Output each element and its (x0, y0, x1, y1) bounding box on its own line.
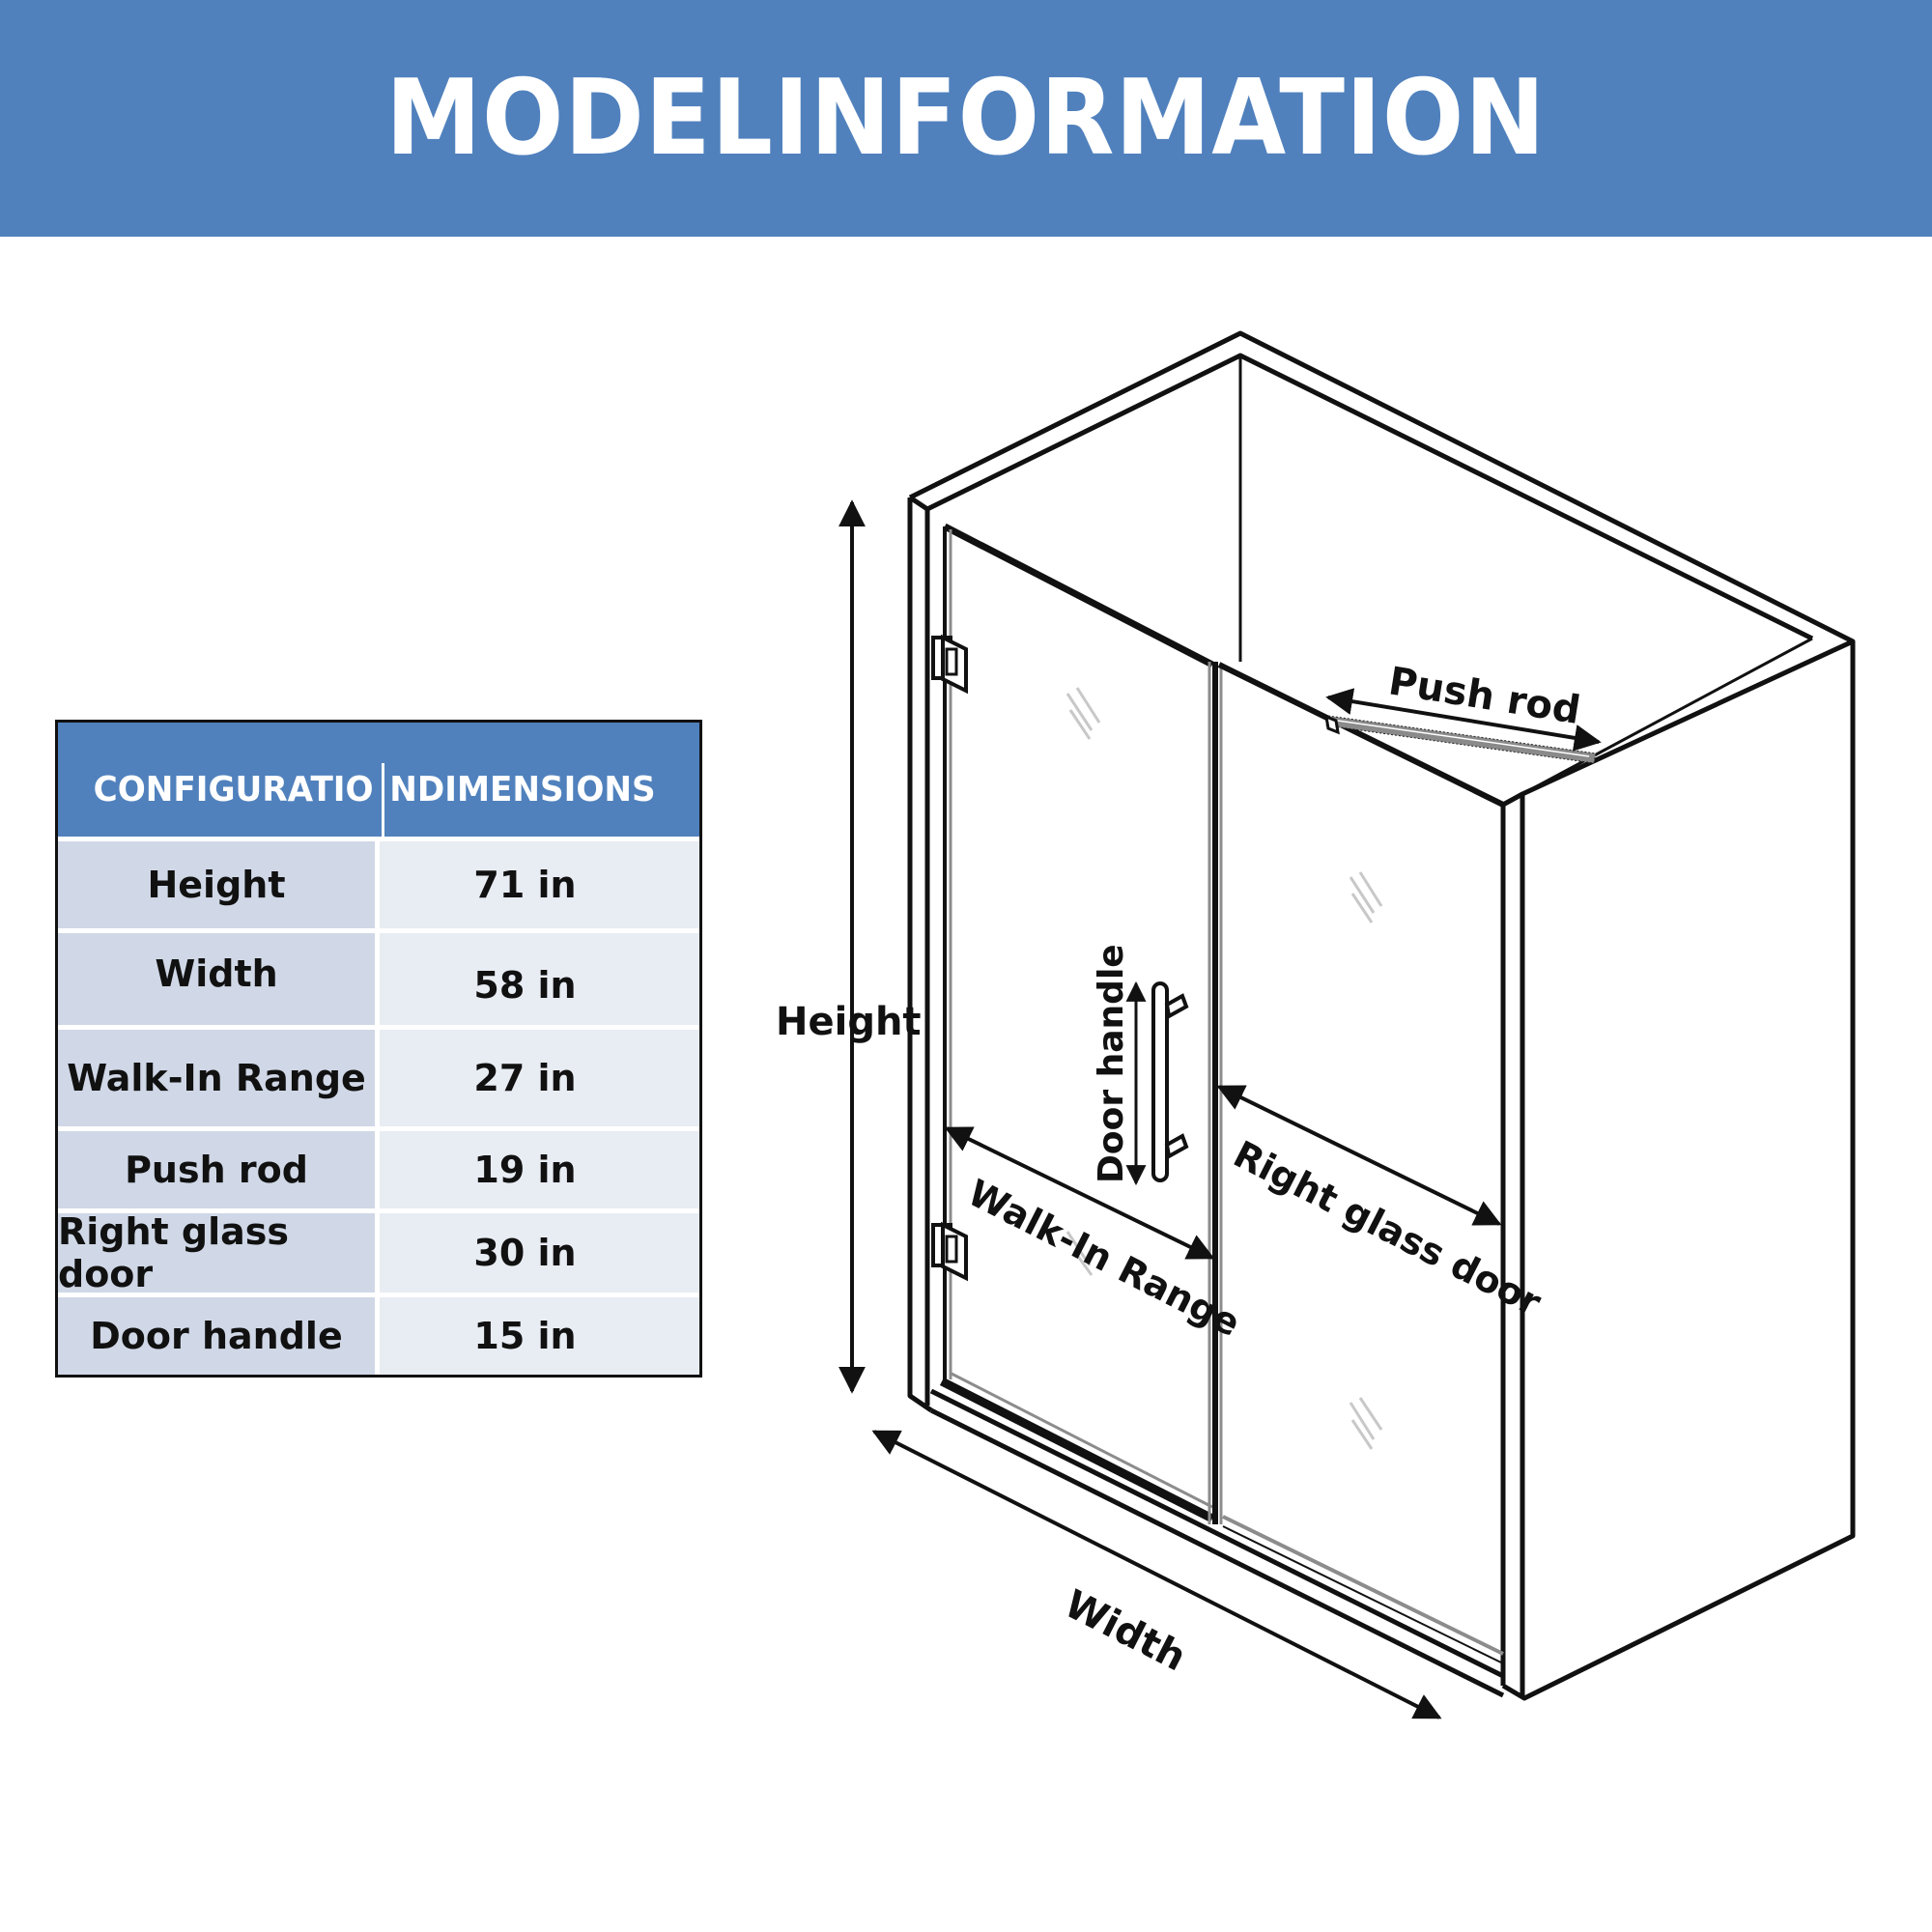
push-rod-label: Push rod (1385, 659, 1583, 733)
row-label: Right glass door (58, 1210, 380, 1295)
row-label: Height (58, 841, 380, 928)
table-row: Height 71 in (58, 841, 699, 933)
hinge-top-icon (931, 634, 968, 695)
enclosure-frame (907, 330, 1856, 1701)
row-value: 30 in (380, 1213, 699, 1293)
table-row: Push rod 19 in (58, 1131, 699, 1213)
right-glass-door-label: Right glass door (1227, 1132, 1548, 1324)
height-label: Height (776, 1000, 922, 1044)
left-glass-door (939, 523, 1215, 1523)
row-value: 27 in (380, 1030, 699, 1126)
door-handle-label: Door handle (1092, 944, 1131, 1183)
width-arrow (871, 1430, 1442, 1719)
dimensions-table: CONFIGURATIO NDIMENSIONS Height 71 in Wi… (55, 720, 702, 1378)
width-label: Width (1057, 1581, 1193, 1681)
row-value: 71 in (380, 841, 699, 928)
header-banner: MODELINFORMATION (0, 0, 1932, 237)
row-label: Walk-In Range (58, 1030, 380, 1126)
row-value: 58 in (380, 933, 699, 1025)
row-label: Door handle (58, 1297, 380, 1375)
walk-in-range-label: Walk-In Range (961, 1171, 1247, 1346)
column-header-dimensions: NDIMENSIONS (389, 769, 656, 810)
page-title: MODELINFORMATION (385, 58, 1547, 179)
table-row: Width 58 in (58, 933, 699, 1030)
header-divider (382, 763, 384, 837)
row-label: Width (58, 933, 380, 1025)
row-value: 19 in (380, 1131, 699, 1208)
table-header: CONFIGURATIO NDIMENSIONS (58, 723, 699, 841)
table-row: Walk-In Range 27 in (58, 1030, 699, 1131)
door-handle-icon (1151, 981, 1189, 1182)
column-header-configuration: CONFIGURATIO (93, 769, 374, 810)
row-label: Push rod (58, 1131, 380, 1208)
table-row: Right glass door 30 in (58, 1210, 699, 1297)
table-row: Door handle 15 in (58, 1297, 699, 1375)
row-value: 15 in (380, 1297, 699, 1375)
hinge-bottom-icon (931, 1221, 968, 1282)
